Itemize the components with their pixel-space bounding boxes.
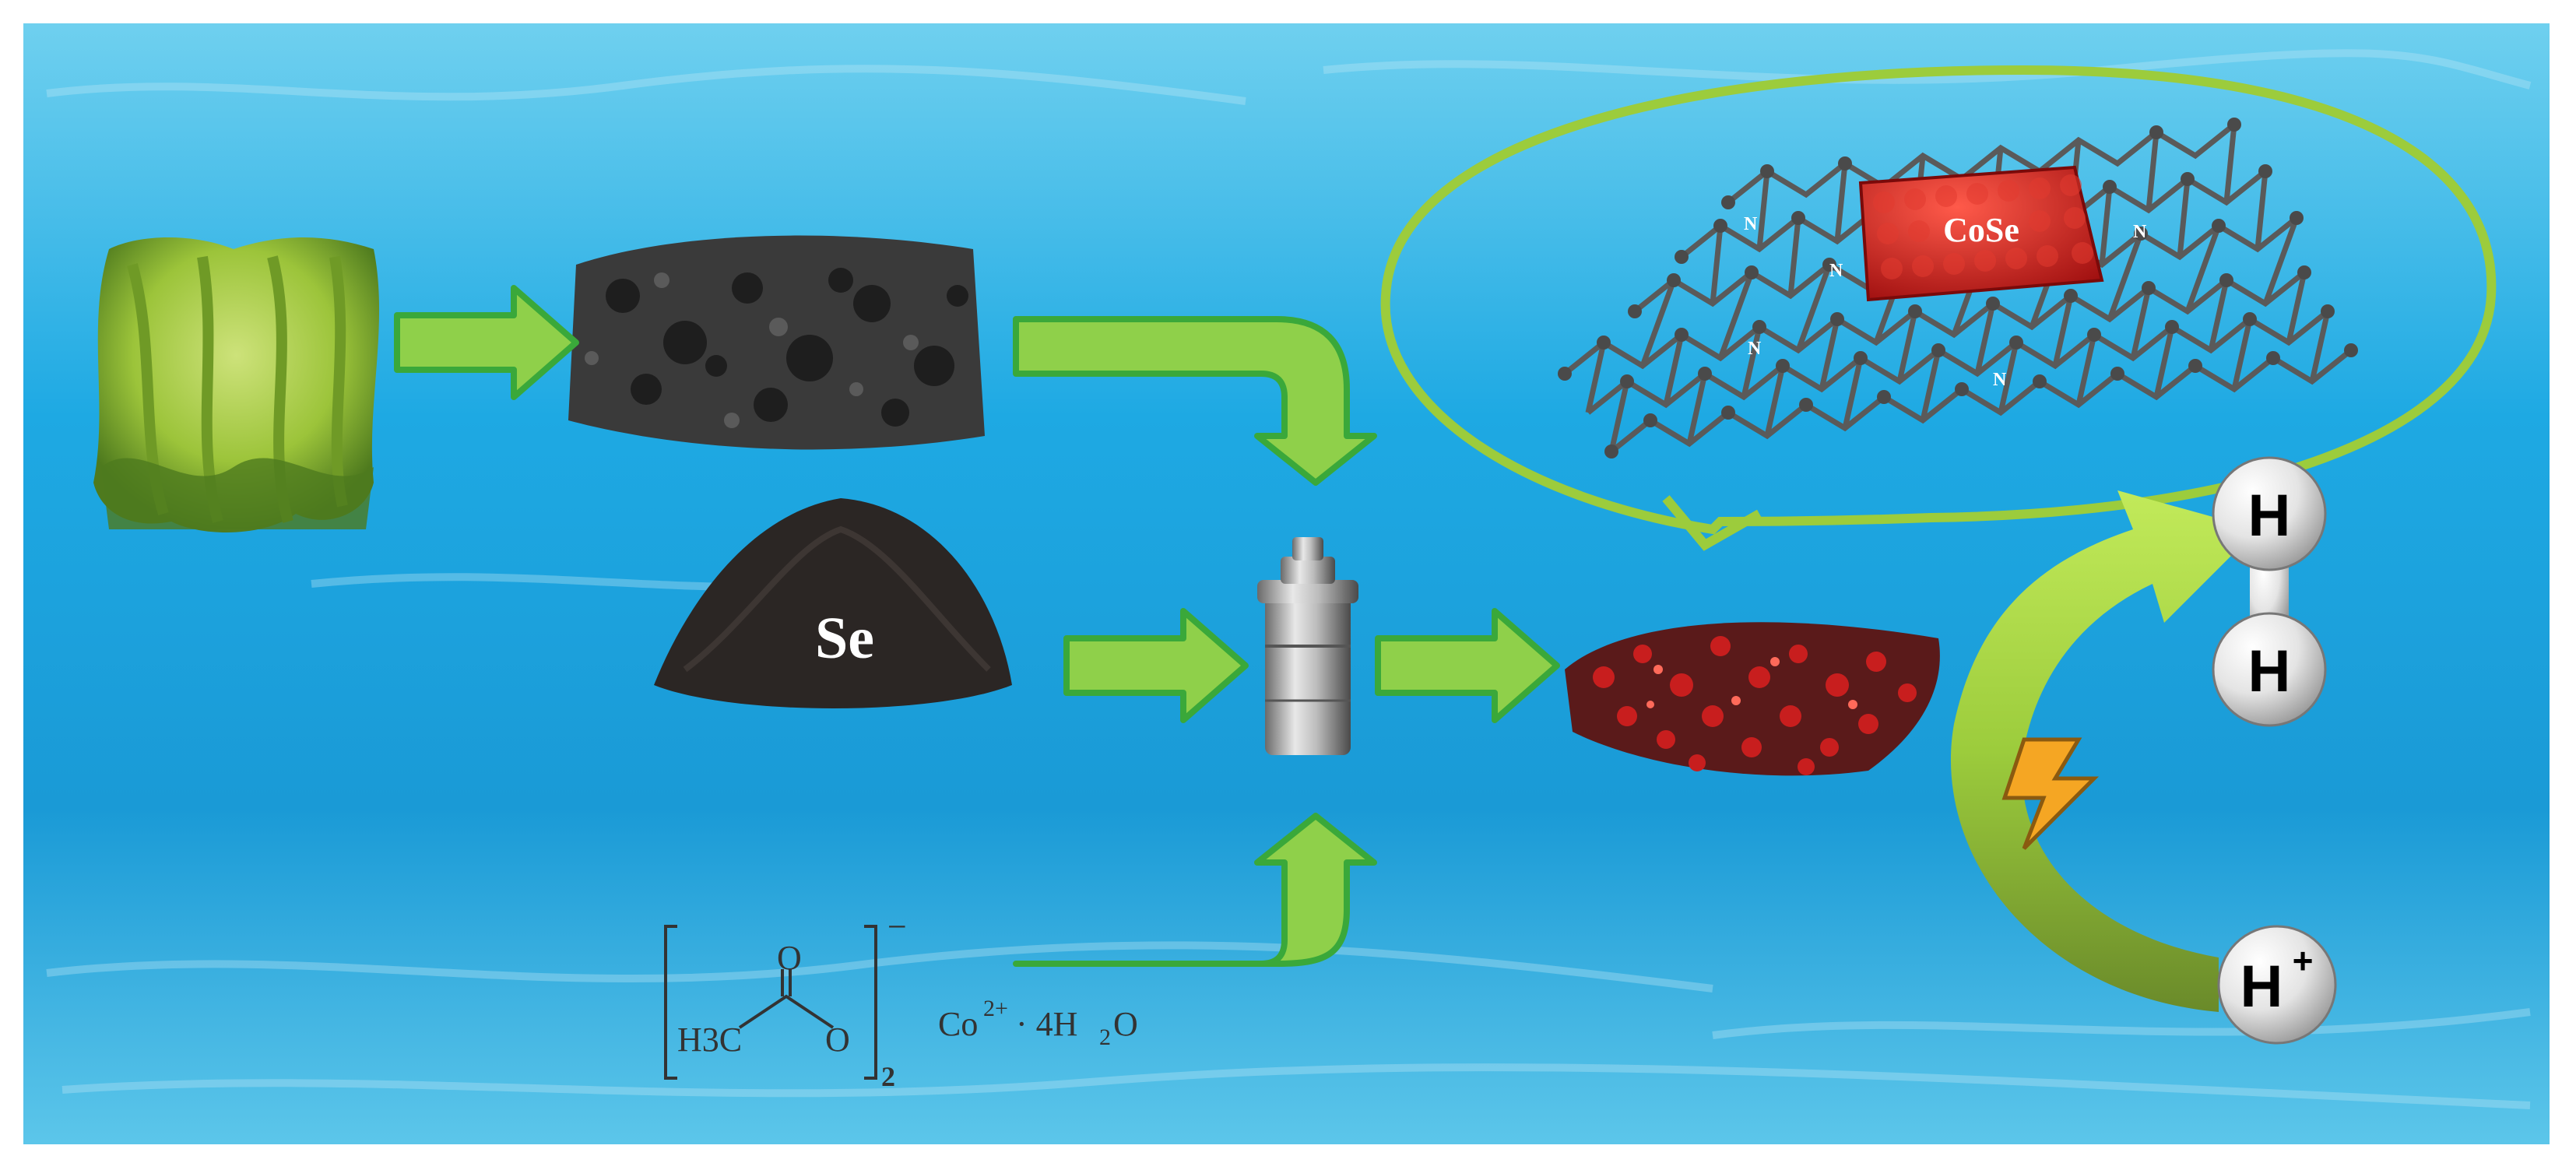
cobalt-acetate-formula: O H3C O − 2 Co 2+ · 4H 2 O <box>664 908 1138 1092</box>
cobalt-charge: 2+ <box>983 996 1008 1021</box>
proton-ion: H + <box>2217 925 2337 1045</box>
hydrogen-atom-bottom: H <box>2248 638 2291 704</box>
arrow-autoclave-to-product <box>1375 608 1560 723</box>
methyl-group: H3C <box>677 1021 742 1059</box>
hydrogen-atom-top: H <box>2248 483 2291 549</box>
cose-nanoparticle-cluster: CoSe <box>1858 165 2104 302</box>
seaweed-image <box>93 237 380 532</box>
graphene-carbon-atoms <box>1558 118 2358 459</box>
proton-symbol: H <box>2240 954 2283 1020</box>
proton-charge: + <box>2293 940 2314 981</box>
autoclave-reactor-image <box>1257 537 1358 755</box>
nitrogen-dopant-labels: N N N N N <box>1744 214 2147 390</box>
electricity-bolt-icon <box>2001 737 2100 850</box>
hydrogen-molecule: H H <box>2212 456 2327 727</box>
arrow-salt-to-autoclave <box>1013 813 1377 967</box>
hydrate-suffix: O <box>1113 1005 1138 1043</box>
ester-oxygen: O <box>825 1021 850 1059</box>
cose-label: CoSe <box>1943 211 2019 249</box>
nitrogen-label-2: N <box>1829 261 1843 281</box>
flow-arrows <box>394 285 1560 967</box>
nitrogen-label-4: N <box>1993 370 2007 390</box>
selenium-powder-pile: Se <box>654 498 1012 708</box>
nitrogen-label-5: N <box>2133 222 2147 242</box>
arrow-se-to-autoclave <box>1063 608 1249 723</box>
cobalt-cation: Co <box>938 1005 978 1043</box>
cose-composite-product-image <box>1565 622 1940 776</box>
porous-carbon-image <box>568 235 985 450</box>
hydrogen-evolution-curved-arrow <box>1950 490 2258 1012</box>
acetate-charge: − <box>887 908 907 946</box>
selenium-label: Se <box>815 606 874 671</box>
structure-callout-bubble <box>1380 65 2497 551</box>
nitrogen-label-3: N <box>1748 339 1762 359</box>
acetate-subscript: 2 <box>881 1061 895 1092</box>
water-ripples <box>46 49 2532 1109</box>
nitrogen-label-1: N <box>1744 214 1758 234</box>
arrow-carbon-to-autoclave <box>1013 316 1377 486</box>
carbonyl-oxygen: O <box>777 939 802 977</box>
hydrate-prefix: · 4H <box>1016 1005 1077 1043</box>
arrow-seaweed-to-carbon <box>394 285 579 400</box>
hydrate-subscript: 2 <box>1099 1024 1111 1050</box>
